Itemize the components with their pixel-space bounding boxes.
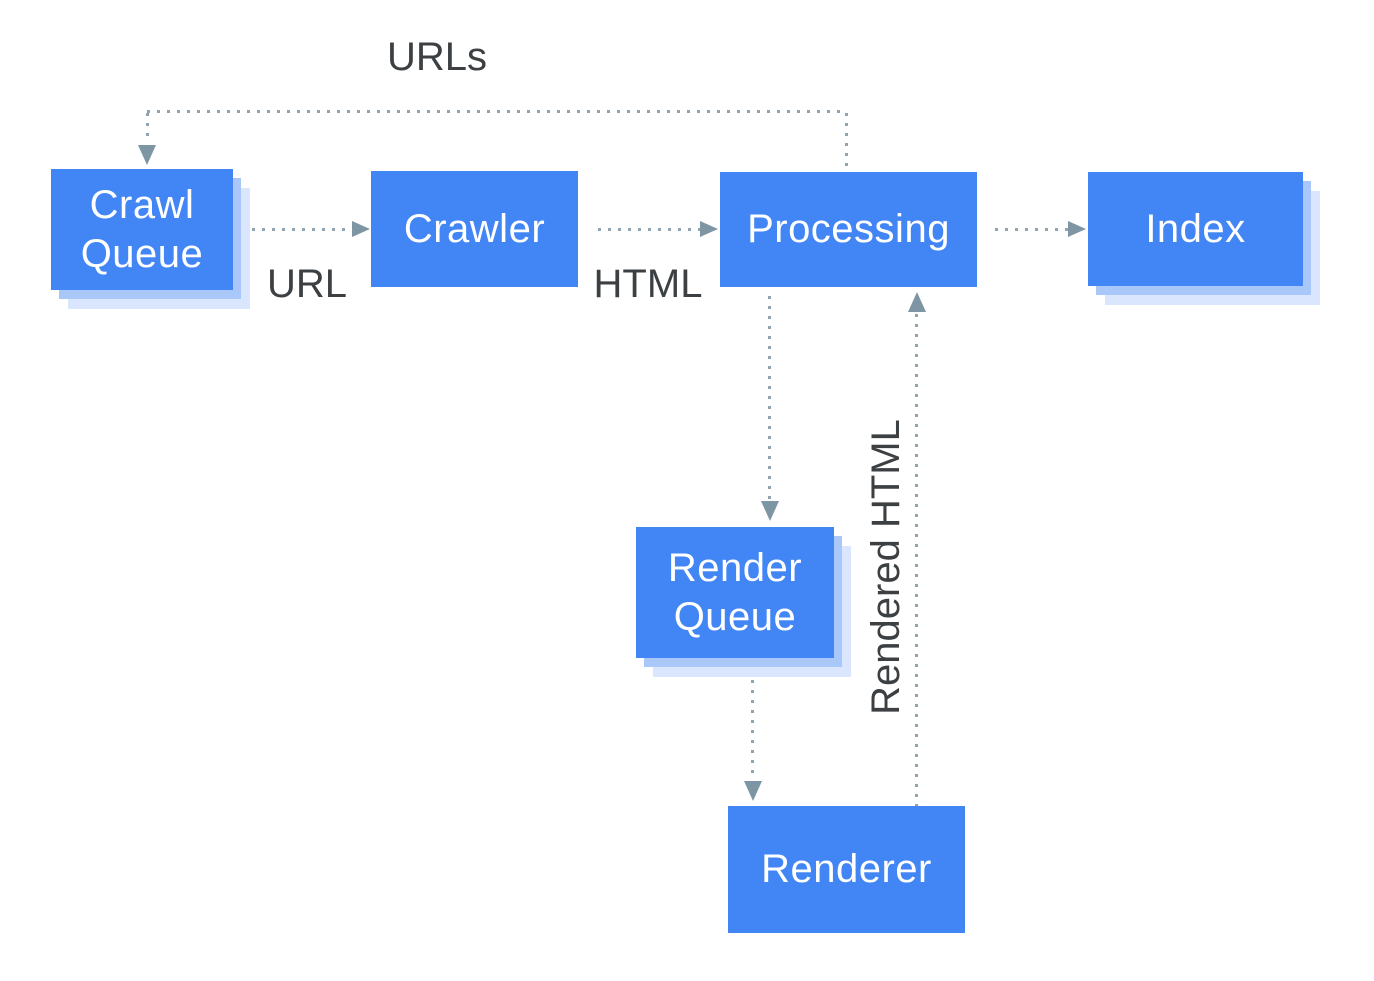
edge-processing-to-renderqueue-line	[768, 296, 771, 501]
arrowhead-down-icon	[138, 145, 156, 165]
node-processing: Processing	[720, 172, 977, 287]
node-index: Index	[1088, 172, 1303, 286]
edge-label-rendered-html: Rendered HTML	[864, 419, 908, 715]
edge-label-urls: URLs	[386, 35, 488, 79]
node-crawler: Crawler	[371, 171, 578, 287]
edge-processing-to-crawlqueue-line-vertical-right	[845, 113, 848, 172]
arrowhead-up-icon	[908, 292, 926, 312]
node-crawl-queue: Crawl Queue	[51, 169, 233, 290]
edge-processing-to-crawlqueue-line-vertical-left	[146, 113, 149, 143]
arrowhead-right-icon	[700, 221, 718, 237]
edge-renderqueue-to-renderer-line	[751, 680, 754, 780]
arrowhead-down-icon	[761, 501, 779, 521]
edge-crawlqueue-to-crawler-line	[252, 228, 352, 231]
edge-label-html: HTML	[593, 262, 703, 306]
edge-renderer-to-processing-line	[915, 314, 918, 806]
arrowhead-right-icon	[352, 221, 370, 237]
edge-label-url: URL	[266, 262, 348, 306]
edge-processing-to-crawlqueue-line-horizontal	[147, 110, 847, 113]
node-renderer: Renderer	[728, 806, 965, 933]
arrowhead-down-icon	[744, 781, 762, 801]
edge-processing-to-index-line	[995, 228, 1068, 231]
node-render-queue: Render Queue	[636, 527, 834, 658]
arrowhead-right-icon	[1068, 221, 1086, 237]
edge-crawler-to-processing-line	[598, 228, 700, 231]
